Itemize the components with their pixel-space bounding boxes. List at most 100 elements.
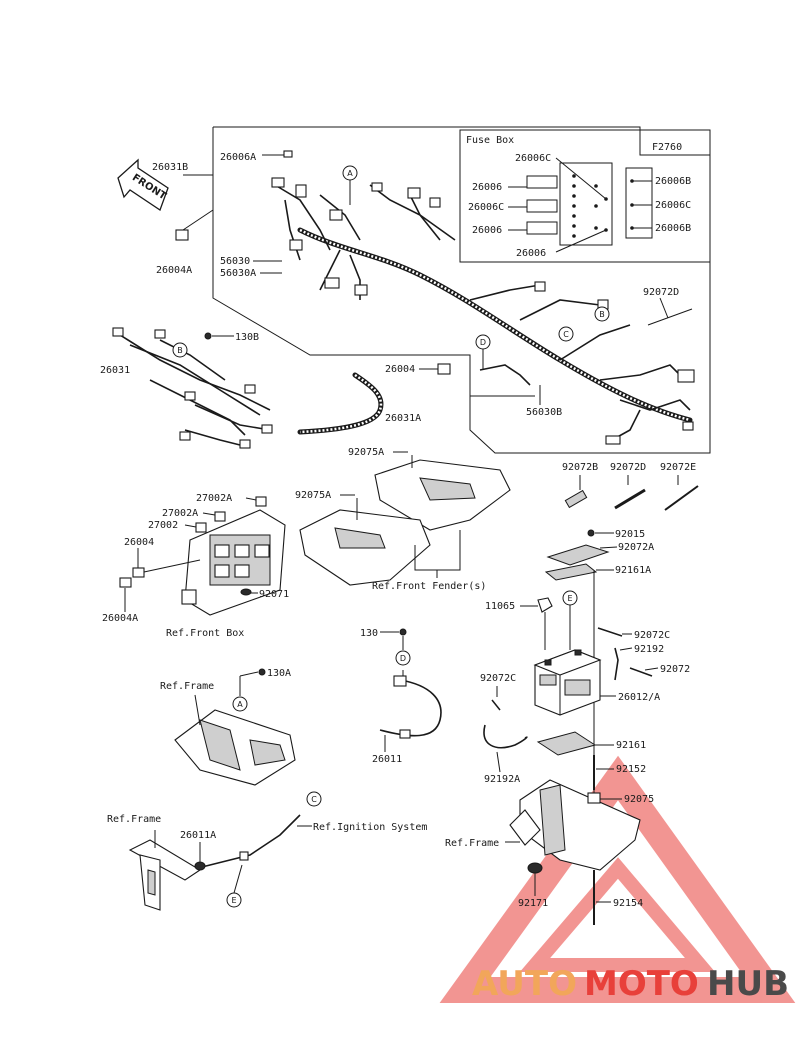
watermark-text: AUTO MOTO HUB <box>472 964 789 1004</box>
label-92075: 92075 <box>624 794 654 805</box>
harness-26031a <box>297 372 384 435</box>
callout-e-frame: E <box>226 864 243 908</box>
callout-d-top: D <box>475 334 491 370</box>
label-92072c-2: 92072C <box>480 673 516 684</box>
label-26011a: 26011A <box>180 830 216 841</box>
label-130a: 130A <box>267 668 291 679</box>
label-130: 130 <box>360 628 378 639</box>
label-92192: 92192 <box>634 644 664 655</box>
battery-26012 <box>533 649 602 716</box>
svg-text:E: E <box>231 896 236 905</box>
ref-frame-1: Ref.Frame <box>160 681 214 692</box>
label-26004a-left: 26004A <box>102 613 138 624</box>
label-92152: 92152 <box>616 764 646 775</box>
label-92075a-1: 92075A <box>348 447 384 458</box>
fuse-label-5: 26006 <box>516 248 546 259</box>
svg-text:D: D <box>400 654 406 663</box>
callout-a-top: A <box>342 165 358 205</box>
callout-c-top: C <box>558 326 574 342</box>
front-arrow: FRONT <box>117 158 169 211</box>
cap-11065 <box>537 597 553 613</box>
label-92171: 92171 <box>518 898 548 909</box>
fuse-label-6: 26006B <box>655 176 691 187</box>
watermark-logo <box>439 755 796 1003</box>
fuse-label-1: 26006C <box>515 153 551 164</box>
ref-frame-2: Ref.Frame <box>107 814 161 825</box>
label-92015: 92015 <box>615 529 645 540</box>
label-92072e: 92072E <box>660 462 696 473</box>
label-26006a: 26006A <box>220 152 256 163</box>
label-26031b: 26031B <box>152 162 188 173</box>
label-92071: 92071 <box>259 589 289 600</box>
bolt-130 <box>399 628 407 636</box>
ref-frame-3: Ref.Frame <box>445 838 499 849</box>
label-92072: 92072 <box>660 664 690 675</box>
svg-text:E: E <box>567 594 572 603</box>
label-56030b: 56030B <box>526 407 562 418</box>
fuse-label-7: 26006C <box>655 200 691 211</box>
label-92075a-2: 92075A <box>295 490 331 501</box>
label-56030a: 56030A <box>220 268 256 279</box>
fuse-label-4: 26006 <box>472 225 502 236</box>
label-26011: 26011 <box>372 754 402 765</box>
callout-a-frame: A <box>232 696 248 712</box>
svg-text:D: D <box>480 338 486 347</box>
fuse-box-title: Fuse Box <box>466 135 514 146</box>
callout-b-top: B <box>594 306 610 322</box>
strap-92072a <box>546 544 610 566</box>
svg-text:HUB: HUB <box>707 964 789 1004</box>
frame-section-e <box>128 830 202 911</box>
label-26031: 26031 <box>100 365 130 376</box>
label-92161a: 92161A <box>615 565 651 576</box>
svg-text:AUTO: AUTO <box>472 964 577 1004</box>
ref-front-fender: Ref.Front Fender(s) <box>372 581 486 592</box>
callout-e-battery: E <box>562 590 578 650</box>
fuse-label-8: 26006B <box>655 223 691 234</box>
bolt-92015 <box>587 529 595 537</box>
label-130b: 130B <box>235 332 259 343</box>
callout-c-ignition: C <box>306 791 322 807</box>
label-92192a: 92192A <box>484 774 520 785</box>
svg-text:B: B <box>177 346 183 355</box>
label-92072a: 92072A <box>618 542 654 553</box>
front-box-assembly <box>119 496 286 616</box>
callout-b-left: B <box>172 342 188 358</box>
connector-26004-mid <box>437 363 451 375</box>
main-harness-frame: F2760 <box>182 126 711 454</box>
label-11065: 11065 <box>485 601 515 612</box>
svg-text:C: C <box>563 330 569 339</box>
label-92072d: 92072D <box>610 462 646 473</box>
svg-text:A: A <box>347 169 353 178</box>
fuse-box: Fuse Box 26006C 26006 26006C 26006 26006… <box>459 129 711 263</box>
fuse-label-3: 26006C <box>468 202 504 213</box>
fuse-label-2: 26006 <box>472 182 502 193</box>
svg-text:A: A <box>237 700 243 709</box>
label-27002a-2: 27002A <box>162 508 198 519</box>
sub-harness-26031 <box>112 327 273 449</box>
bolt-130a <box>258 668 266 676</box>
battery-tray <box>509 779 641 874</box>
diagram-code: F2760 <box>652 142 682 153</box>
front-fender-mats <box>299 459 511 586</box>
label-26004-mid: 26004 <box>385 364 415 375</box>
svg-text:C: C <box>311 795 317 804</box>
label-26031a: 26031A <box>385 413 421 424</box>
label-92072b: 92072B <box>562 462 598 473</box>
label-27002: 27002 <box>148 520 178 531</box>
label-27002a-1: 27002A <box>196 493 232 504</box>
label-56030: 56030 <box>220 256 250 267</box>
label-26004-left: 26004 <box>124 537 154 548</box>
label-26004a-top: 26004A <box>156 265 192 276</box>
ref-ignition: Ref.Ignition System <box>313 822 427 833</box>
main-harness <box>271 150 695 445</box>
label-92161: 92161 <box>616 740 646 751</box>
label-92072d-top: 92072D <box>643 287 679 298</box>
pad-92161 <box>536 731 597 756</box>
label-92154: 92154 <box>613 898 643 909</box>
pad-92161a <box>544 563 598 581</box>
svg-text:MOTO: MOTO <box>584 964 699 1004</box>
cable-26011 <box>379 675 442 739</box>
connector-26004a-top <box>175 229 189 241</box>
frame-section-a <box>174 694 296 786</box>
